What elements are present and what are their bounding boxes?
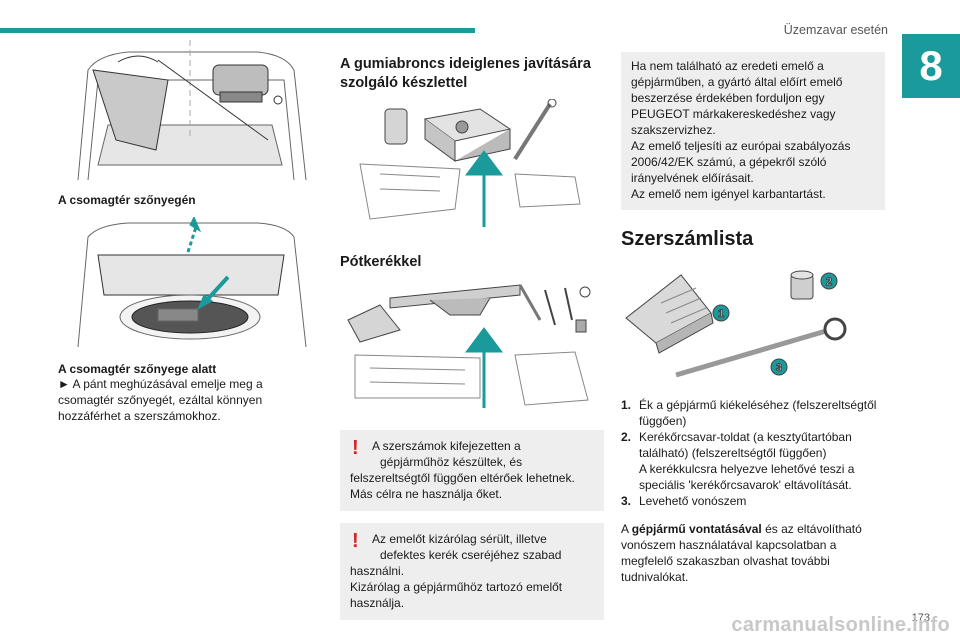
chapter-tab: 8 [902, 34, 960, 98]
list-item: 3. Levehető vonószem [621, 494, 747, 508]
badge-3 [770, 358, 788, 376]
heading-repair-kit: A gumiabroncs ideiglenes javítására szol… [340, 56, 591, 91]
section-title: Üzemzavar esetén [783, 23, 888, 37]
trunk-under-illustration [77, 217, 307, 348]
instruction-line: csomagtér szőnyegét, ezáltal könnyen [58, 393, 263, 407]
trunk-top-illustration [77, 40, 307, 181]
page-number: 173 [911, 612, 930, 624]
heading-spare-wheel: Pótkerékkel [340, 254, 422, 270]
svg-text:1: 1 [718, 308, 724, 320]
warning-box-jack: ! Az emelőt kizárólag sérült, illetve de… [340, 523, 604, 620]
warning-icon: ! [352, 437, 359, 459]
svg-text:2: 2 [826, 276, 832, 288]
header-accent-bar [0, 28, 475, 33]
column-left: A csomagtér szőnyegén A csomagtér szőnye… [58, 40, 322, 424]
caption-on-carpet: A csomagtér szőnyegén [58, 193, 196, 207]
info-box-jack: Ha nem található az eredeti emelő a gépj… [621, 52, 885, 210]
badge-2 [820, 272, 838, 290]
watermark: carmanualsonline.info [731, 614, 950, 636]
column-right: Ha nem található az eredeti emelő a gépj… [621, 52, 885, 585]
tool-list: 1. Ék a gépjármű kiékeléséhez (felszerel… [621, 397, 885, 509]
svg-text:3: 3 [776, 362, 782, 374]
heading-tool-list: Szerszámlista [621, 228, 754, 250]
tool-list-illustration: 1 2 3 [625, 270, 847, 378]
warning-icon: ! [352, 530, 359, 552]
spare-wheel-tools-illustration [347, 284, 591, 408]
badge-1 [712, 304, 730, 322]
towing-paragraph: A gépjármű vontatásával és az eltávolíth… [621, 522, 862, 584]
repair-kit-illustration [359, 99, 581, 227]
instruction-line: hozzáférhet a szerszámokhoz. [58, 409, 221, 423]
instruction-line: ► A pánt meghúzásával emelje meg a [58, 377, 263, 391]
list-item: 2. Kerékőrcsavar-toldat (a kesztyűtartób… [621, 430, 855, 492]
list-item: 1. Ék a gépjármű kiékeléséhez (felszerel… [621, 398, 877, 428]
warning-box-tools: ! A szerszámok kifejezetten a gépjárműhö… [340, 430, 604, 511]
column-middle: A gumiabroncs ideiglenes javítására szol… [340, 55, 604, 620]
caption-under-carpet: A csomagtér szőnyege alatt [58, 362, 217, 376]
